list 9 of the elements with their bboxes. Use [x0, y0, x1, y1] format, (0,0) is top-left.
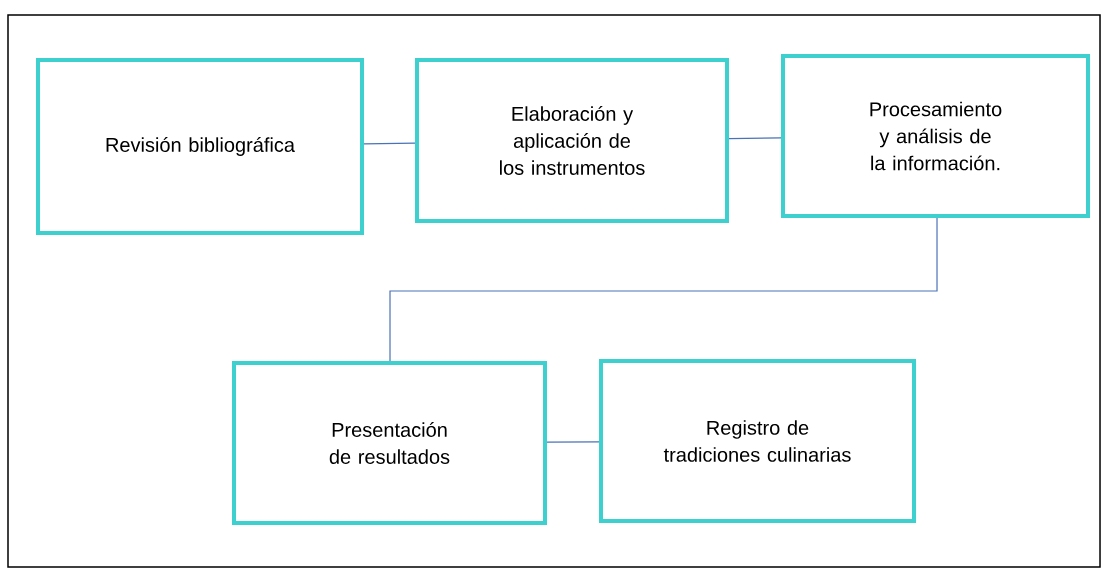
connector-line — [728, 137, 782, 140]
connector-line — [546, 441, 600, 443]
process-box: Revisión bibliográfica — [36, 58, 364, 235]
process-box: Procesamiento y análisis de la información. — [781, 54, 1090, 218]
connector-line — [363, 142, 416, 145]
process-box: Registro de tradiciones culinarias — [599, 359, 916, 523]
process-box: Presentación de resultados — [232, 361, 547, 525]
connector-line — [389, 217, 938, 362]
process-box: Elaboración y aplicación de los instrumentos — [415, 58, 729, 223]
